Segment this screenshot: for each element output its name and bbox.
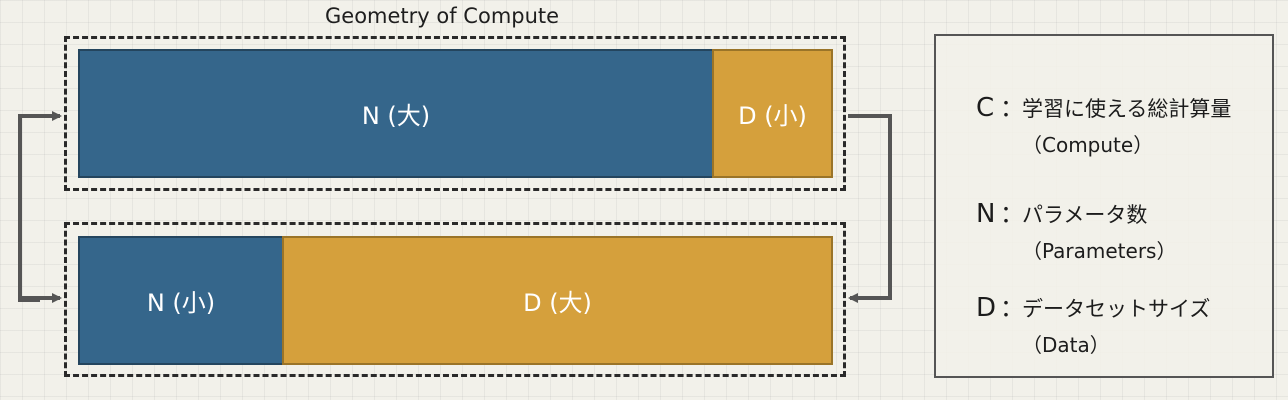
legend-colon: ：	[1000, 200, 1024, 228]
legend-desc-parameters: パラメータ数	[1022, 203, 1148, 227]
legend-box: C ： 学習に使える総計算量 （Compute） N ： パラメータ数 （Par…	[934, 34, 1274, 378]
legend-sub-compute: （Compute）	[1022, 133, 1154, 157]
top-data-label: D (小)	[738, 102, 807, 130]
top-group-frame	[64, 36, 846, 191]
legend-desc-data: データセットサイズ	[1022, 297, 1211, 321]
legend-item-compute: C ： 学習に使える総計算量 （Compute）	[976, 88, 1231, 158]
bottom-data-label: D (大)	[523, 289, 592, 317]
bottom-parameters-segment: N (小)	[78, 236, 284, 365]
top-parameters-label: N (大)	[361, 102, 431, 130]
legend-item-parameters: N ： パラメータ数 （Parameters）	[976, 194, 1176, 264]
left-cycle-arrow	[18, 111, 62, 302]
legend-key-n: N	[976, 199, 996, 229]
bottom-data-segment: D (大)	[282, 236, 833, 365]
legend-colon: ：	[1000, 94, 1024, 122]
top-parameters-segment: N (大)	[78, 49, 714, 178]
legend-colon: ：	[1000, 294, 1024, 322]
legend-sub-data: （Data）	[1022, 333, 1110, 357]
legend-sub-parameters: （Parameters）	[1022, 239, 1177, 263]
legend-key-d: D	[976, 293, 997, 323]
bottom-parameters-label: N (小)	[146, 289, 216, 317]
right-cycle-arrow	[848, 114, 892, 303]
legend-key-c: C	[976, 93, 995, 123]
legend-item-data: D ： データセットサイズ （Data）	[976, 288, 1210, 358]
bottom-group-frame	[64, 222, 846, 377]
top-data-segment: D (小)	[712, 49, 833, 178]
diagram-title: Geometry of Compute	[325, 4, 560, 28]
legend-desc-compute: 学習に使える総計算量	[1022, 97, 1232, 121]
